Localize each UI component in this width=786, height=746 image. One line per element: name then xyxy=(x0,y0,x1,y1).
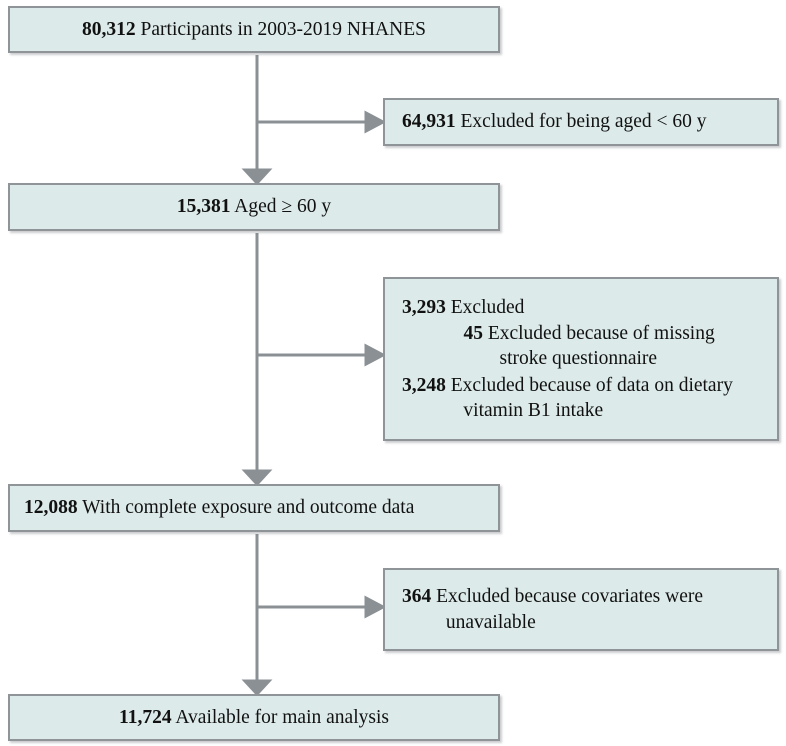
node-excluded-covariates-count: 364 xyxy=(402,586,432,608)
node-aged60-count: 15,381 xyxy=(176,196,231,218)
node-excluded-covariates-line: 364 Excluded because covariates were una… xyxy=(402,584,765,635)
node-complete-count: 12,088 xyxy=(24,497,78,519)
node-excluded-data-subitem-1: 45 Excluded because of missing stroke qu… xyxy=(402,321,765,372)
arrowhead-right-excluded-data xyxy=(364,343,387,367)
node-excluded-age-text: Excluded for being aged < 60 y xyxy=(460,111,707,133)
node-excluded-data-subitem-2-text: Excluded because of data on dietary vita… xyxy=(450,374,733,422)
node-aged60-text: Aged ≥ 60 y xyxy=(234,196,332,218)
node-excluded-age: 64,931 Excluded for being aged < 60 y xyxy=(383,98,779,146)
arrowhead-down-complete xyxy=(241,469,273,487)
node-complete-exposure-outcome: 12,088 With complete exposure and outcom… xyxy=(8,484,500,532)
node-excluded-data-line: 3,293 Excluded xyxy=(402,295,537,320)
node-excluded-data-subitem-2: 3,248 Excluded because of data on dietar… xyxy=(402,373,765,424)
node-excluded-covariates: 364 Excluded because covariates were una… xyxy=(383,568,779,651)
node-excluded-data-subitem-1-count: 45 xyxy=(463,322,483,344)
node-final-count: 11,724 xyxy=(119,706,172,728)
node-complete-line: 12,088 With complete exposure and outcom… xyxy=(24,495,414,520)
node-final-text: Available for main analysis xyxy=(175,706,389,728)
node-excluded-data-text: Excluded xyxy=(450,296,525,318)
node-excluded-age-line: 64,931 Excluded for being aged < 60 y xyxy=(402,109,707,134)
node-final-line: 11,724 Available for main analysis xyxy=(119,705,389,730)
node-excluded-missing-data: 3,293 Excluded 45 Excluded because of mi… xyxy=(383,277,779,441)
arrowhead-down-aged60 xyxy=(241,168,273,186)
node-final-analysis-sample: 11,724 Available for main analysis xyxy=(8,694,500,741)
node-total-participants: 80,312 Participants in 2003-2019 NHANES xyxy=(8,6,500,53)
node-excluded-data-count: 3,293 xyxy=(402,296,446,318)
node-excluded-age-count: 64,931 xyxy=(402,111,456,133)
node-aged-60-and-over: 15,381 Aged ≥ 60 y xyxy=(8,183,500,231)
node-total-line: 80,312 Participants in 2003-2019 NHANES xyxy=(82,17,426,42)
arrowhead-down-final xyxy=(241,679,273,697)
node-excluded-data-subitem-1-text: Excluded because of missing stroke quest… xyxy=(487,322,715,370)
arrowhead-right-excluded-covariates xyxy=(364,595,387,619)
node-excluded-data-subitem-2-count: 3,248 xyxy=(402,374,446,396)
node-total-count: 80,312 xyxy=(82,18,136,40)
node-total-text: Participants in 2003-2019 NHANES xyxy=(140,18,426,40)
node-excluded-covariates-text: Excluded because covariates were unavail… xyxy=(436,586,704,633)
arrowhead-right-excluded-age xyxy=(364,110,387,134)
node-aged60-line: 15,381 Aged ≥ 60 y xyxy=(177,194,331,219)
node-complete-text: With complete exposure and outcome data xyxy=(82,497,415,519)
